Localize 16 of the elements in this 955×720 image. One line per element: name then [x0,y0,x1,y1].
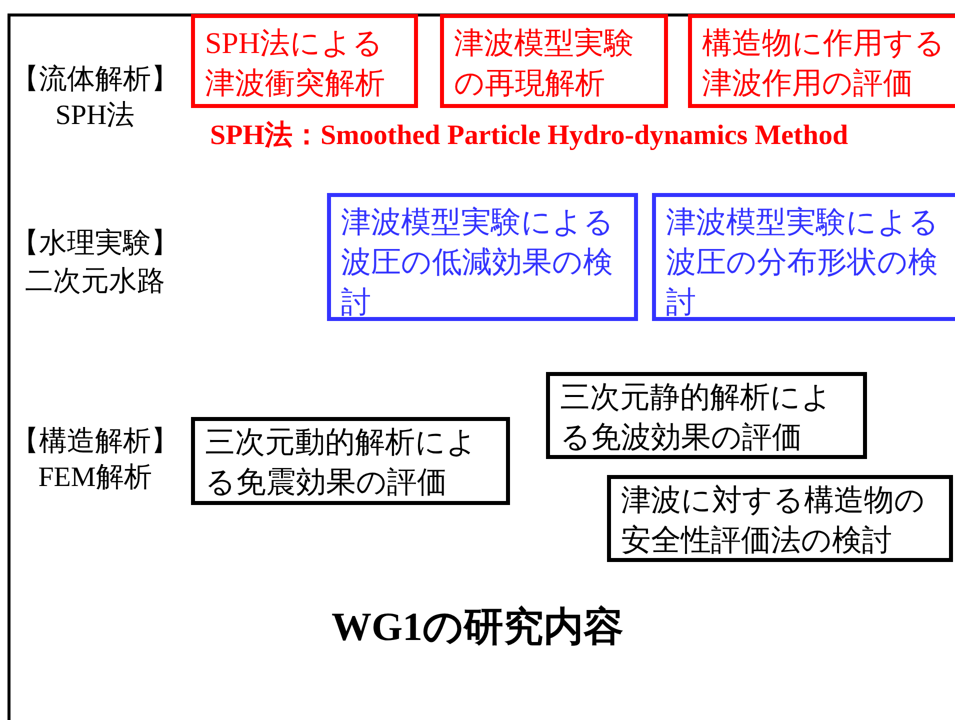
row-heading: 【水理実験】 [10,227,180,261]
title: WG1の研究内容 [330,603,625,651]
text-box: 津波模型実験による波圧の低減効果の検討 [327,193,638,321]
text-box: 三次元動的解析による免震効果の評価 [191,417,510,505]
text-box: 構造物に作用する津波作用の評価 [688,14,955,108]
row-heading: 二次元水路 [24,265,166,299]
text-box: SPH法による津波衝突解析 [191,14,418,108]
row-heading: 【構造解析】 [10,425,180,459]
row-heading: SPH法 [54,99,136,133]
abbreviation-note: SPH法：Smoothed Particle Hydro-dynamics Method [210,119,848,153]
text-box: 津波に対する構造物の安全性評価法の検討 [607,475,953,562]
text-box: 津波模型実験による波圧の分布形状の検討 [652,193,955,321]
row-heading: 【流体解析】 [10,63,180,97]
text-box: 津波模型実験の再現解析 [440,14,668,108]
text-box: 三次元静的解析による免波効果の評価 [546,372,867,459]
row-heading: FEM解析 [37,461,153,495]
